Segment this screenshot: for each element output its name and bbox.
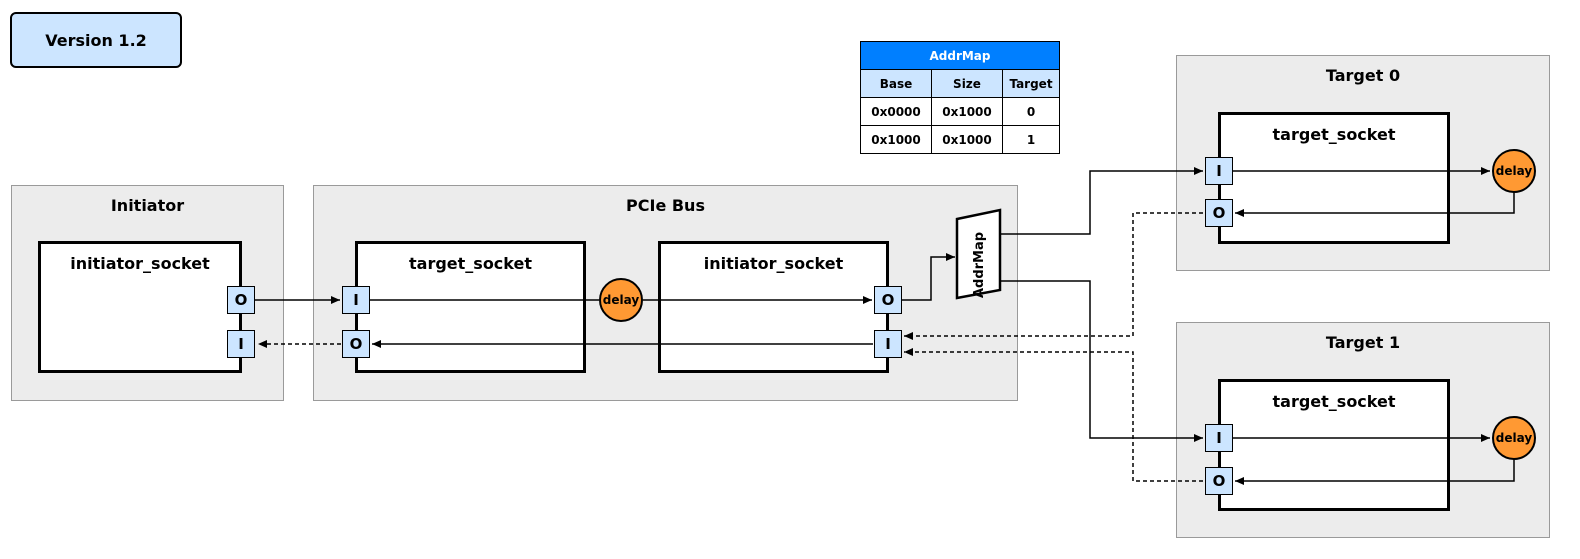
target0-socket-title: target_socket (1272, 125, 1396, 144)
addrmap-cell: 0 (1002, 97, 1060, 126)
bus-initiator-socket-title: initiator_socket (703, 254, 844, 273)
bus-is-port-out[interactable]: O (874, 286, 902, 314)
link-t0-delay-to-out (1235, 192, 1515, 217)
addrmap-header-base: Base (860, 69, 932, 98)
addrmap-mux-label: AddrMap (971, 231, 987, 299)
target1-socket-title: target_socket (1272, 392, 1396, 411)
target0-port-out[interactable]: O (1205, 199, 1233, 227)
initiator-port-out[interactable]: O (227, 286, 255, 314)
bus-target-socket: target_socket (355, 241, 586, 373)
link-is-to-mux (902, 253, 955, 301)
link-mux-to-target0 (1000, 167, 1203, 235)
addrmap-cell: 0x1000 (931, 97, 1003, 126)
initiator-port-in[interactable]: I (227, 330, 255, 358)
target1-port-out[interactable]: O (1205, 467, 1233, 495)
target1-delay: delay (1492, 416, 1536, 460)
bus-ts-port-in[interactable]: I (342, 286, 370, 314)
bus-delay: delay (599, 278, 643, 322)
addrmap-header-target: Target (1002, 69, 1060, 98)
target1-socket: target_socket (1218, 379, 1450, 511)
addrmap-row: 0x0000 0x1000 0 (860, 97, 1060, 126)
addrmap-cell: 1 (1002, 125, 1060, 154)
bus-is-port-in[interactable]: I (874, 330, 902, 358)
target0-group-title: Target 0 (1325, 66, 1401, 85)
link-t1-delay-to-out (1235, 459, 1515, 485)
link-t1-back (904, 348, 1203, 482)
link-t0-back (904, 212, 1203, 340)
link-mux-to-target1 (1000, 280, 1203, 442)
target1-port-in[interactable]: I (1205, 424, 1233, 452)
addrmap-mux-shape (955, 208, 1002, 300)
addrmap-table-title: AddrMap (860, 41, 1060, 70)
addrmap-cell: 0x1000 (860, 125, 932, 154)
target0-port-in[interactable]: I (1205, 157, 1233, 185)
addrmap-header-size: Size (931, 69, 1003, 98)
addrmap-cell: 0x0000 (860, 97, 932, 126)
addrmap-cell: 0x1000 (931, 125, 1003, 154)
target0-delay: delay (1492, 149, 1536, 193)
target0-socket: target_socket (1218, 112, 1450, 244)
pcie-bus-group-title: PCIe Bus (626, 196, 705, 215)
target1-group-title: Target 1 (1325, 333, 1401, 352)
version-label: Version 1.2 (10, 12, 182, 68)
initiator-group-title: Initiator (110, 196, 185, 215)
addrmap-row: 0x1000 0x1000 1 (860, 125, 1060, 154)
bus-target-socket-title: target_socket (409, 254, 532, 273)
initiator-socket-title: initiator_socket (70, 254, 210, 273)
addrmap-table: AddrMap Base Size Target 0x0000 0x1000 0… (860, 41, 1060, 154)
initiator-socket: initiator_socket (38, 241, 242, 373)
bus-ts-port-out[interactable]: O (342, 330, 370, 358)
